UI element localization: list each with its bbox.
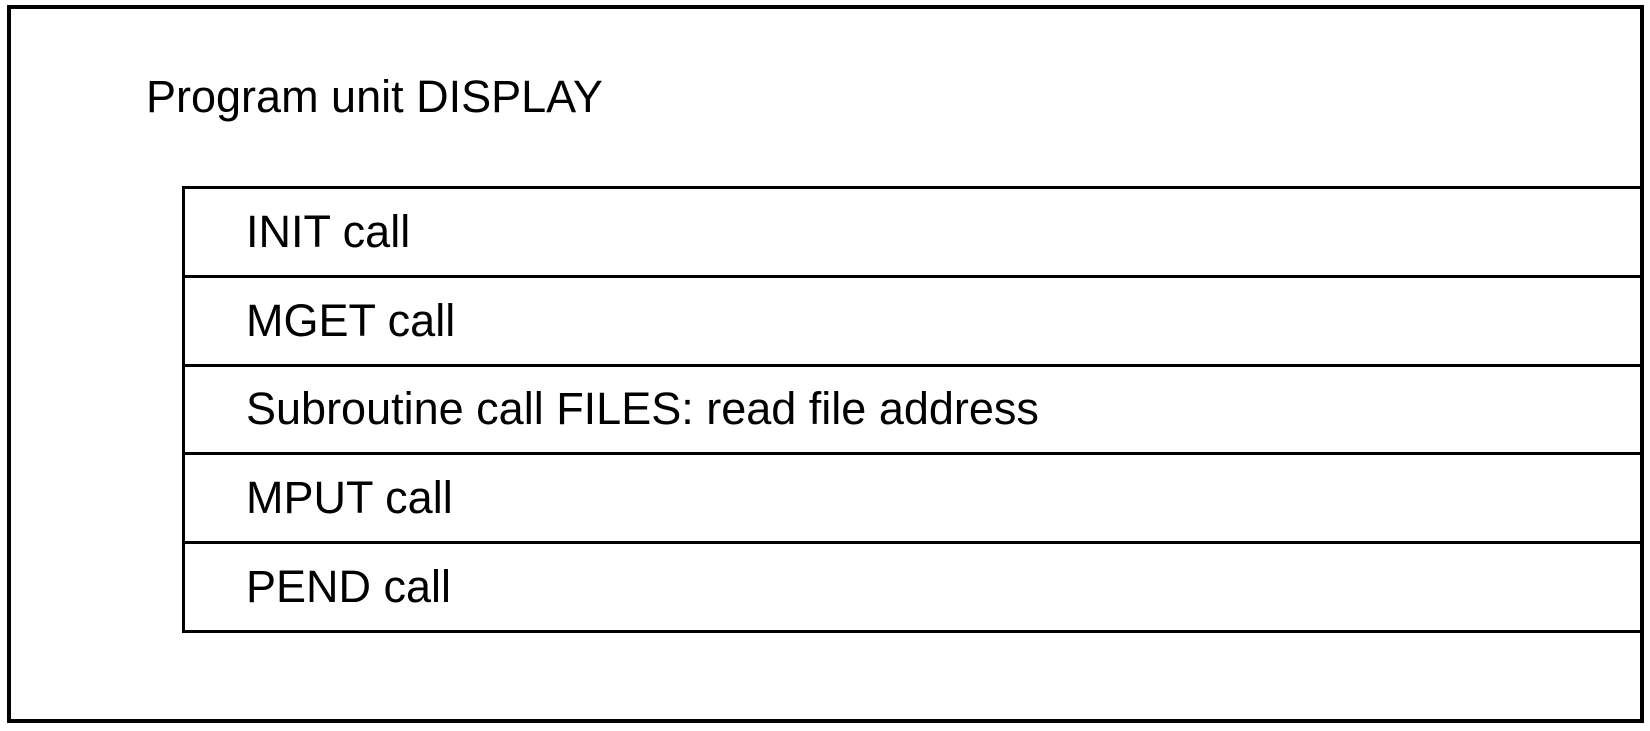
call-row-label: INIT call <box>246 205 411 257</box>
call-row-mput: MPUT call <box>185 452 1640 541</box>
call-row-label: MGET call <box>246 294 456 346</box>
call-sequence-box: INIT call MGET call Subroutine call FILE… <box>182 186 1640 633</box>
call-row-subroutine-files: Subroutine call FILES: read file address <box>185 363 1640 453</box>
program-unit-box: Program unit DISPLAY INIT call MGET call… <box>7 5 1644 723</box>
call-row-mget: MGET call <box>185 274 1640 364</box>
program-unit-title: Program unit DISPLAY <box>146 71 603 122</box>
call-row-init: INIT call <box>185 189 1640 275</box>
call-row-pend: PEND call <box>185 541 1640 630</box>
call-row-label: Subroutine call FILES: read file address <box>246 383 1039 435</box>
call-row-label: PEND call <box>246 561 452 613</box>
call-row-label: MPUT call <box>246 472 453 524</box>
